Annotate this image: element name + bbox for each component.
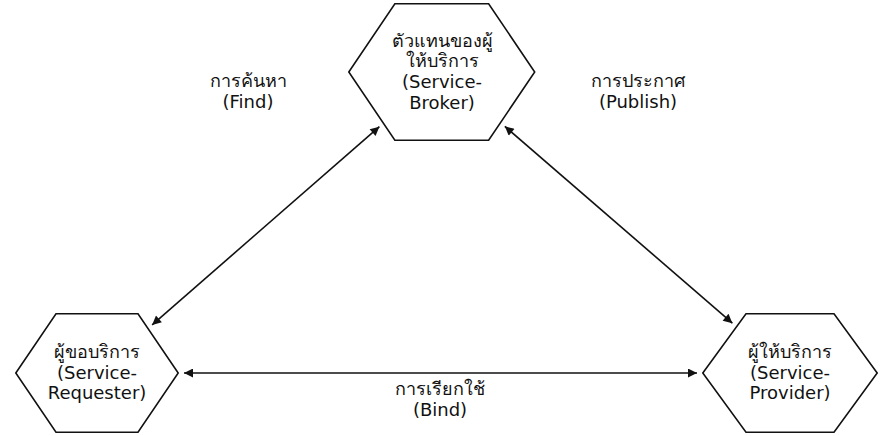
connector-arrow bbox=[152, 127, 379, 325]
edge-label: การค้นหา (Find) bbox=[199, 70, 297, 113]
service-hexagon: ตัวแทนของผู้ ให้บริการ (Service- Broker) bbox=[348, 3, 536, 141]
service-hexagon: ผู้ให้บริการ (Service- Provider) bbox=[702, 313, 878, 433]
edge-label: การประกาศ (Publish) bbox=[583, 70, 693, 113]
connector-arrow bbox=[184, 372, 697, 374]
edge-label: การเรียกใช้ (Bind) bbox=[381, 378, 499, 421]
service-hexagon: ผู้ขอบริการ (Service- Requester) bbox=[15, 313, 179, 433]
node-label: ผู้ขอบริการ (Service- Requester) bbox=[45, 342, 149, 404]
node-text: ผู้ขอบริการ (Service- Requester) bbox=[45, 342, 149, 404]
connector-arrow bbox=[505, 126, 733, 323]
node-label: ตัวแทนของผู้ ให้บริการ (Service- Broker) bbox=[382, 31, 502, 114]
node-label: ผู้ให้บริการ (Service- Provider) bbox=[738, 342, 842, 404]
node-text: ผู้ให้บริการ (Service- Provider) bbox=[738, 342, 842, 404]
node-text: ตัวแทนของผู้ ให้บริการ (Service- Broker) bbox=[382, 31, 502, 114]
